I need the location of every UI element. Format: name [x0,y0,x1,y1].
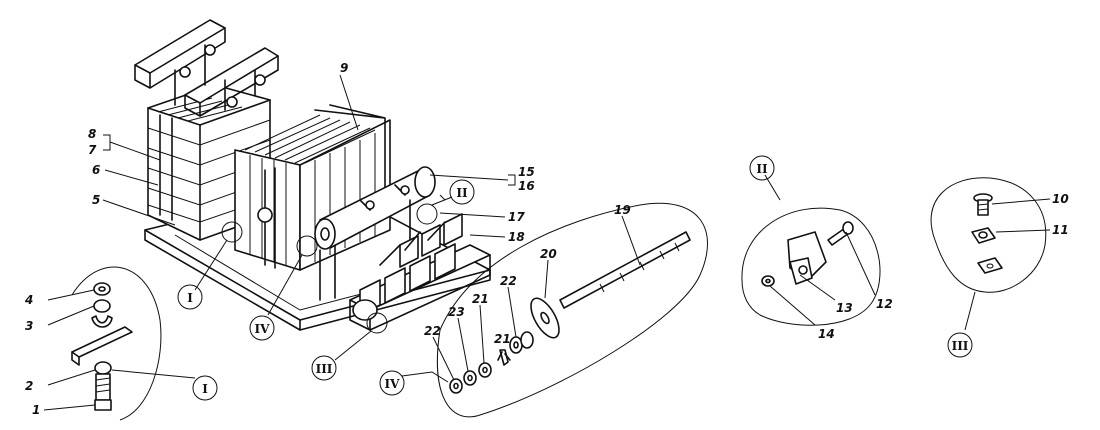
callout-III: III [311,355,337,381]
callout-IV: IV [249,315,275,341]
detail-I-label: I [202,382,208,396]
callout-II: II [449,179,475,205]
label-12: 12 [876,297,893,311]
label-15: 15 [518,165,535,179]
detail-III: III [930,177,1051,358]
label-5: 5 [92,193,100,207]
callout-IV-label: IV [255,322,271,336]
label-22b: 22 [424,324,441,338]
detail-I: I [43,266,218,421]
detail-II-label: II [756,162,768,176]
label-23: 23 [448,305,465,319]
label-16: 16 [518,179,535,193]
label-1: 1 [32,403,40,417]
callout-II-label: II [456,186,468,200]
label-17: 17 [508,210,525,224]
label-4: 4 [24,293,33,307]
label-11: 11 [1052,223,1069,237]
detail-III-label: III [952,339,969,353]
label-7: 7 [88,143,97,157]
label-13: 13 [836,301,853,315]
main-assembly [102,19,516,361]
label-3: 3 [25,319,33,333]
label-8: 8 [88,127,96,141]
label-6: 6 [92,163,100,177]
label-2: 2 [25,379,33,393]
label-9: 9 [340,61,348,75]
label-10: 10 [1052,192,1069,206]
callout-I-label: I [187,291,193,305]
detail-II: II [741,155,881,326]
callout-I: I [177,284,203,310]
label-20: 20 [540,247,557,261]
label-14: 14 [818,327,835,341]
label-19: 19 [614,203,631,217]
label-18: 18 [508,230,525,244]
detail-IV-label: IV [385,377,401,391]
resistor-tube [314,166,436,301]
callout-III-label: III [316,362,333,376]
label-21a: 21 [472,292,489,306]
terminal-block [349,213,491,331]
detail-IV: IV [379,202,708,418]
label-22a: 22 [500,274,517,288]
label-21b: 21 [494,332,511,346]
